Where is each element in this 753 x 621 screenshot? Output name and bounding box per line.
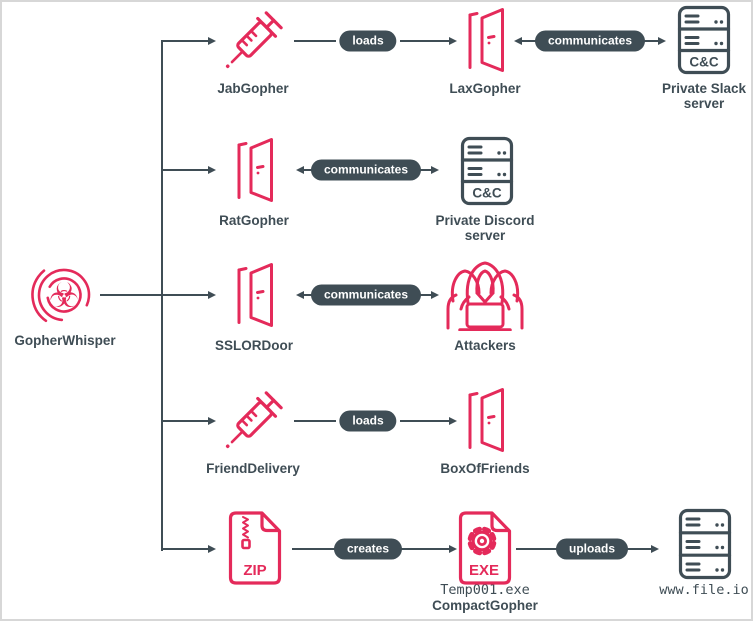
root-connector-line <box>100 294 208 296</box>
attackers-icon <box>439 259 531 331</box>
node-label: Private Discord server <box>435 213 535 243</box>
arrowhead <box>651 544 659 553</box>
branch-line <box>162 40 208 42</box>
biohazard-spiral-icon: ☣ <box>26 257 102 333</box>
connector-line <box>522 40 547 42</box>
connector-line <box>400 420 449 422</box>
connector-line <box>400 40 449 42</box>
syringe-icon <box>217 7 289 73</box>
arrowhead <box>208 290 216 299</box>
cc-server-icon: C&C <box>677 5 731 75</box>
arrowhead <box>296 165 304 174</box>
server-icon <box>678 508 732 580</box>
arrowhead <box>431 290 439 299</box>
action-pill: loads <box>339 30 397 52</box>
arrowhead <box>208 544 216 553</box>
action-pill: loads <box>339 410 397 432</box>
connector-line <box>292 548 335 550</box>
cc-server-icon: C&C <box>460 136 514 206</box>
open-door-icon <box>229 261 279 329</box>
action-pill: communicates <box>534 30 646 52</box>
arrowhead <box>658 36 666 45</box>
connector-line <box>294 420 336 422</box>
arrowhead <box>296 290 304 299</box>
node-label: Attackers <box>454 338 516 353</box>
branch-line <box>162 420 208 422</box>
syringe-icon <box>217 387 289 453</box>
open-door-icon <box>460 386 510 454</box>
file-badge: EXE <box>469 562 499 579</box>
arrowhead <box>431 165 439 174</box>
arrowhead <box>208 416 216 425</box>
zip-file-icon: ZIP <box>227 510 283 586</box>
open-door-icon <box>460 6 510 74</box>
node-label: JabGopher <box>217 81 289 96</box>
open-door-icon <box>229 136 279 204</box>
arrowhead <box>449 416 457 425</box>
connector-line <box>516 548 560 550</box>
node-label: SSLORDoor <box>214 338 294 353</box>
connector-line <box>294 40 336 42</box>
connector-line <box>624 548 651 550</box>
root-label: GopherWhisper <box>14 333 116 348</box>
server-badge: C&C <box>689 55 718 70</box>
arrowhead <box>208 36 216 45</box>
arrowhead <box>449 544 457 553</box>
biohazard-glyph: ☣ <box>49 276 79 316</box>
branch-line <box>162 548 208 550</box>
arrowhead <box>514 36 522 45</box>
action-pill: uploads <box>555 538 629 560</box>
action-pill: communicates <box>310 284 422 306</box>
node-label-url: www.file.io <box>659 582 749 598</box>
branch-line <box>162 169 208 171</box>
node-label-filename: Temp001.exe <box>440 582 530 598</box>
connector-line <box>634 40 658 42</box>
arrowhead <box>208 165 216 174</box>
server-badge: C&C <box>472 186 501 201</box>
arrowhead <box>449 36 457 45</box>
node-label: RatGopher <box>219 213 289 228</box>
node-label: LaxGopher <box>449 81 521 96</box>
action-pill: creates <box>333 538 403 560</box>
node-label: FriendDelivery <box>206 461 300 476</box>
exe-file-icon: EXE <box>457 510 513 586</box>
file-badge: ZIP <box>243 562 266 579</box>
node-label: CompactGopher <box>432 598 538 613</box>
action-pill: communicates <box>310 159 422 181</box>
node-label: Private Slack server <box>661 81 747 111</box>
connector-line <box>401 548 449 550</box>
node-label: BoxOfFriends <box>440 461 530 476</box>
